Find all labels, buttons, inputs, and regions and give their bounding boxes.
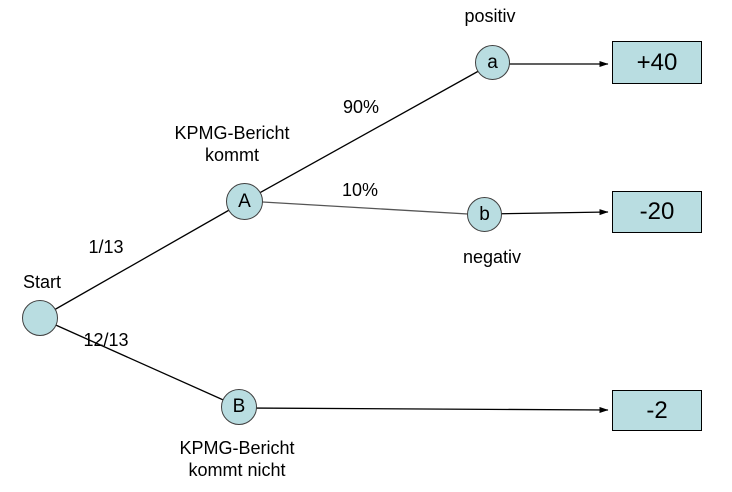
node-b: b: [467, 197, 502, 232]
outcome-box-minus2: -2: [612, 390, 702, 431]
node-B: B: [221, 389, 257, 425]
node-B-caption-line1: KPMG-Bericht: [179, 438, 295, 458]
outcome-box-minus20: -20: [612, 191, 702, 233]
node-A-caption-line1: KPMG-Bericht: [174, 123, 290, 143]
edge-label-1-13: 1/13: [88, 237, 124, 257]
arrow-b-to-minus20: [484, 209, 609, 216]
node-A-letter: A: [238, 190, 251, 212]
node-A: A: [226, 183, 263, 220]
edge-start-to-B: [39, 317, 240, 408]
edge-A-to-b: [244, 200, 486, 216]
edge-label-10pct: 10%: [341, 180, 379, 200]
node-A-caption-line2: kommt: [205, 145, 259, 165]
node-B-caption: KPMG-Bericht kommt nicht: [179, 437, 294, 481]
node-b-caption: negativ: [462, 247, 522, 267]
node-b-letter: b: [479, 203, 490, 225]
edge-A-to-a: [244, 62, 494, 202]
arrow-B-to-minus2: [238, 406, 609, 413]
edge-label-12-13: 12/13: [83, 330, 129, 350]
start-node-label: Start: [22, 272, 62, 292]
outcome-value-minus20: -20: [639, 198, 675, 225]
outcome-value-plus40: +40: [636, 48, 678, 76]
node-a: a: [475, 45, 510, 80]
start-node: [22, 300, 58, 336]
node-A-caption: KPMG-Bericht kommt: [174, 122, 289, 166]
outcome-value-minus2: -2: [646, 396, 668, 424]
node-B-caption-line2: kommt nicht: [188, 460, 286, 480]
edge-start-to-A: [39, 200, 246, 319]
node-B-letter: B: [232, 396, 246, 417]
outcome-box-plus40: +40: [612, 41, 702, 84]
node-a-letter: a: [487, 51, 498, 73]
node-a-caption: positiv: [464, 6, 516, 26]
edge-label-90pct: 90%: [342, 97, 380, 117]
